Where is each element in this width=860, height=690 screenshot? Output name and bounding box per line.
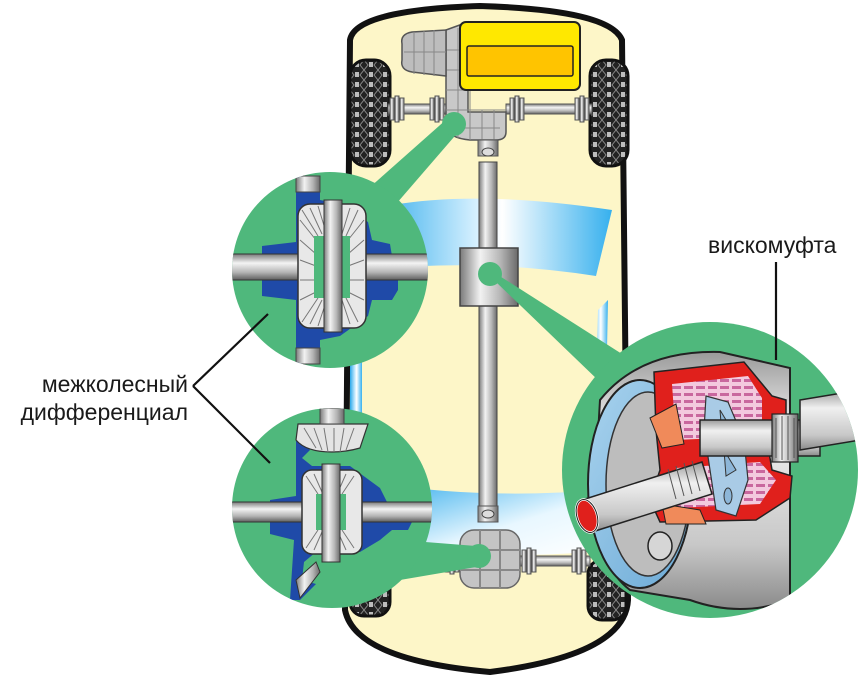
cv-boot bbox=[389, 95, 590, 123]
front-differential-callout bbox=[232, 172, 428, 368]
callout-connector-coupling bbox=[478, 262, 622, 382]
front-right-wheel bbox=[588, 58, 630, 168]
leader-line-front-diff bbox=[192, 313, 269, 387]
output-shaft bbox=[799, 389, 858, 451]
differential-label: межколесный дифференциал bbox=[0, 370, 188, 426]
front-left-wheel bbox=[348, 58, 392, 168]
rear-differential-callout bbox=[232, 408, 432, 608]
differential-label-line1: межколесный bbox=[41, 371, 188, 397]
front-axle bbox=[387, 95, 593, 123]
differential-label-line2: дифференциал bbox=[20, 399, 188, 425]
viscous-coupling-label: вискомуфта bbox=[708, 232, 837, 258]
engine bbox=[459, 21, 581, 91]
leader-lines bbox=[192, 262, 778, 464]
leader-line-rear-diff bbox=[192, 385, 271, 464]
viscous-coupling-callout bbox=[562, 322, 858, 618]
propeller-shaft bbox=[477, 139, 499, 523]
